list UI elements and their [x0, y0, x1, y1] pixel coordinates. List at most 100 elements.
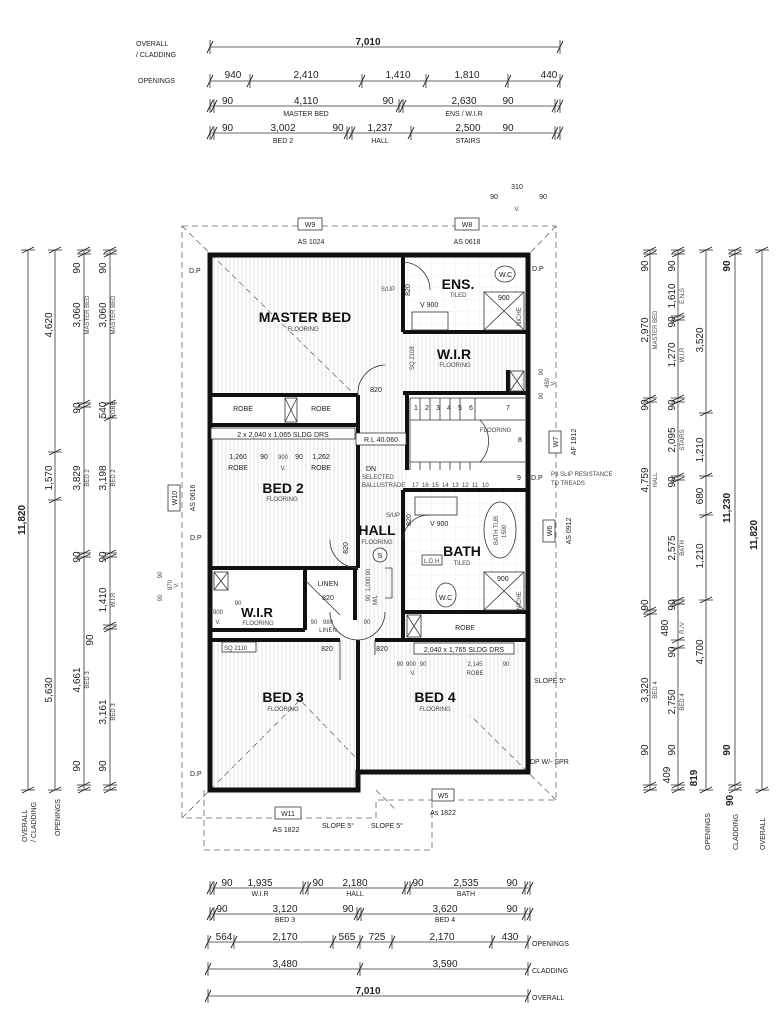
- dim: 2,575: [667, 535, 678, 560]
- stair-number: 14: [442, 483, 449, 489]
- dim: 90: [722, 260, 733, 272]
- window-tag-w6: W6: [547, 526, 554, 537]
- opening-dim: 940: [225, 70, 242, 81]
- sliding-doors-note: 2,040 x 1,765 SLDG DRS: [424, 647, 504, 654]
- dim: 90: [506, 878, 518, 889]
- manhole-label: SQ 2110: [224, 646, 248, 652]
- dim: 90: [158, 571, 164, 578]
- stair-number: 15: [432, 483, 439, 489]
- dim: 4,110: [294, 96, 319, 107]
- door-width: 820: [376, 646, 388, 653]
- dim-room: HALL: [653, 472, 659, 488]
- dim-room: R./V: [680, 622, 686, 634]
- dim: 1,262: [312, 454, 330, 461]
- dim-room: HALL: [371, 138, 389, 145]
- opening-dim: 680: [695, 487, 706, 504]
- opening-dim: 3,520: [695, 327, 706, 352]
- top-dimensions: OVERALL / CLADDING 7,010 OPENINGS 940 2,…: [136, 37, 558, 145]
- downpipe-label: D.P: [190, 535, 202, 542]
- window-size: As 1822: [430, 810, 456, 817]
- dim: 1,237: [367, 123, 392, 134]
- window-tag-w8: W8: [462, 222, 473, 229]
- openings-label: OPENINGS: [532, 941, 569, 948]
- dim: 3,320: [640, 677, 651, 702]
- dim: 90: [640, 744, 651, 756]
- window-size: AS 0616: [190, 484, 197, 511]
- dim: 1,610: [667, 283, 678, 308]
- room-finish: FLOORING: [361, 540, 393, 546]
- opening-dim: 4,620: [44, 312, 55, 337]
- dim: 90: [235, 601, 242, 607]
- dim: 4,661: [72, 667, 83, 692]
- dim: 90: [98, 262, 109, 274]
- room-finish: FLOORING: [287, 327, 319, 333]
- stair-number: 9: [517, 475, 521, 482]
- robe-label: ROBE: [311, 465, 331, 472]
- wc-label: W.C: [499, 272, 512, 279]
- opening-dim: 1,210: [695, 437, 706, 462]
- dim: 1,410: [98, 587, 109, 612]
- stair-number: 2: [425, 405, 429, 412]
- slip-resistance-note: P3 SLIP RESISTANCE: [551, 472, 612, 478]
- vanity-label: V 900: [430, 521, 448, 528]
- overall-label: OVERALL: [22, 810, 29, 842]
- dim-room: BED 2: [111, 469, 117, 487]
- downpipe-label: D.P: [532, 266, 544, 273]
- vanity: [414, 496, 458, 516]
- room-bed-2: BED 2: [262, 480, 303, 496]
- door-width: 820: [405, 284, 412, 296]
- dim: 90: [502, 96, 514, 107]
- dim: 2,500: [455, 123, 480, 134]
- floor-fills: [210, 255, 528, 790]
- window-size: AF 1812: [571, 429, 578, 456]
- dim: 2,145: [467, 662, 483, 668]
- room-bed-4: BED 4: [414, 689, 455, 705]
- dim: 3,120: [272, 904, 297, 915]
- stairs: 1 2 3 4 5 6 7 8 9 10 11 12 13 14 15 16 1…: [362, 397, 525, 489]
- opening-dim: 564: [216, 932, 233, 943]
- annotations: 2 x 2,040 x 1,065 SLDG DRS 2,040 x 1,765…: [158, 184, 612, 830]
- dim: 90: [364, 620, 371, 626]
- manhole-label: SQ 2108: [410, 346, 416, 370]
- shower: [483, 291, 525, 331]
- switch-up-label: S/UP: [381, 287, 395, 293]
- overall-width: 7,010: [355, 37, 380, 48]
- dim: 900: [213, 610, 224, 616]
- room-bed-3: BED 3: [262, 689, 303, 705]
- void-label: V.: [514, 207, 519, 213]
- window-tag-w5: W5: [438, 793, 449, 800]
- opening-dim: 430: [502, 932, 519, 943]
- stairs-down-label: DN: [366, 466, 376, 473]
- dim: 980: [323, 620, 334, 626]
- cladding-label: / CLADDING: [136, 52, 176, 59]
- dim: 90: [539, 392, 545, 399]
- dim-room: W.I.R: [111, 592, 117, 607]
- stair-number: 13: [452, 483, 459, 489]
- room-finish: TILED: [453, 561, 471, 567]
- cladding-dim: 3,480: [272, 959, 297, 970]
- room-ensuite: ENS.: [442, 276, 475, 292]
- dim: 900: [406, 662, 417, 668]
- left-dimensions: 11,820 4,620 1,570 5,630 90 3,060 MASTER…: [17, 262, 117, 842]
- shower-label: 900: [497, 576, 509, 583]
- dim: 90: [221, 878, 233, 889]
- cladding-label: CLADDING: [733, 814, 740, 850]
- room-finish: FLOORING: [419, 707, 451, 713]
- niche-label: NICHE: [517, 591, 523, 610]
- stairs-finish: FLOORING: [480, 428, 512, 434]
- window-tag-w7: W7: [553, 437, 560, 448]
- dim: 90: [640, 260, 651, 272]
- overall-width: 7,010: [355, 986, 380, 997]
- dim-room: W.I.R: [251, 891, 268, 898]
- dim-room: HALL: [346, 891, 364, 898]
- void-label: V.: [410, 671, 415, 677]
- linen-dryer-heater: [421, 554, 443, 566]
- stair-number: 16: [422, 483, 429, 489]
- openings-label: OPENINGS: [55, 799, 62, 836]
- dim: 2,180: [342, 878, 367, 889]
- dim-room: BED 2: [273, 138, 293, 145]
- overall-depth: 11,820: [749, 520, 760, 550]
- robe-label: ROBE: [228, 465, 248, 472]
